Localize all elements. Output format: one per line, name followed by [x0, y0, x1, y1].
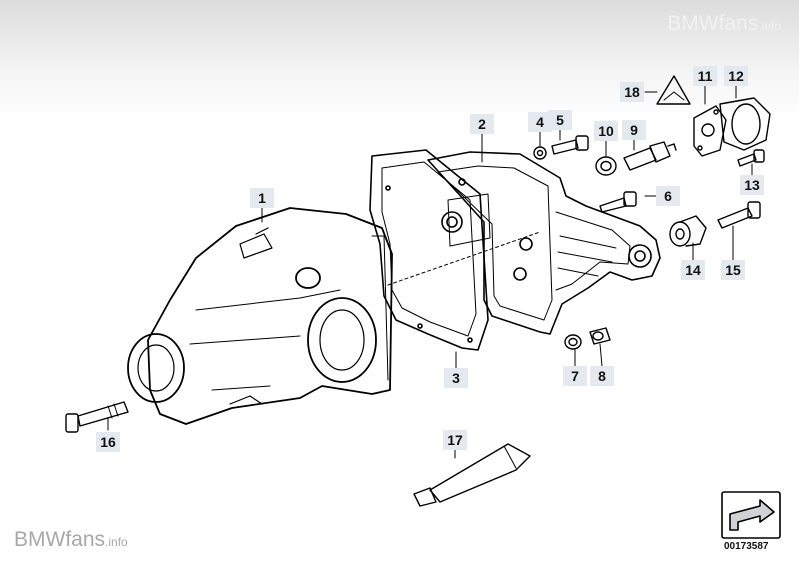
cap-part-12	[719, 97, 771, 151]
warning-label-part-18	[656, 75, 691, 105]
bolt-part-13	[737, 149, 765, 167]
callout-part-8[interactable]: 8	[590, 366, 614, 386]
callout-part-16[interactable]: 16	[96, 432, 120, 452]
callout-part-6[interactable]: 6	[656, 186, 680, 206]
watermark-top: BMWfans.info	[667, 12, 781, 35]
callout-part-17[interactable]: 17	[443, 430, 467, 450]
direction-arrow-box	[721, 491, 781, 539]
bolt-part-15	[717, 201, 761, 229]
callout-part-4[interactable]: 4	[528, 112, 552, 132]
bolt-part-5	[551, 135, 589, 155]
callout-part-12[interactable]: 12	[724, 66, 748, 86]
callout-part-2[interactable]: 2	[470, 114, 494, 134]
diagram-reference-number: 00173587	[724, 541, 769, 552]
seal-ring-part-7	[564, 334, 582, 350]
callout-part-3[interactable]: 3	[444, 368, 468, 388]
plug-part-8	[589, 327, 611, 345]
leader-lines	[107, 85, 753, 459]
callout-part-18[interactable]: 18	[620, 82, 644, 102]
sensor-part-9	[623, 141, 677, 171]
callout-part-5[interactable]: 5	[548, 110, 572, 130]
callout-part-10[interactable]: 10	[594, 121, 618, 141]
callout-part-13[interactable]: 13	[740, 175, 764, 195]
gasket-part-3	[369, 149, 489, 351]
callout-part-14[interactable]: 14	[681, 260, 705, 280]
callout-part-1[interactable]: 1	[250, 188, 274, 208]
callout-part-9[interactable]: 9	[622, 120, 646, 140]
callout-part-7[interactable]: 7	[563, 366, 587, 386]
seal-ring-part-10	[595, 156, 617, 176]
nut-part-4	[533, 146, 547, 160]
housing-part-1	[127, 207, 393, 425]
bolt-part-16	[65, 401, 129, 433]
callout-part-15[interactable]: 15	[721, 260, 745, 280]
bushing-part-14	[669, 215, 707, 247]
gasket-part-11	[693, 105, 727, 157]
watermark-bottom: BMWfans.info	[14, 528, 128, 551]
callout-part-11[interactable]: 11	[693, 66, 717, 86]
bolt-part-6	[599, 191, 637, 213]
cover-part-2	[427, 151, 661, 335]
sealant-tube-part-17	[413, 443, 531, 507]
